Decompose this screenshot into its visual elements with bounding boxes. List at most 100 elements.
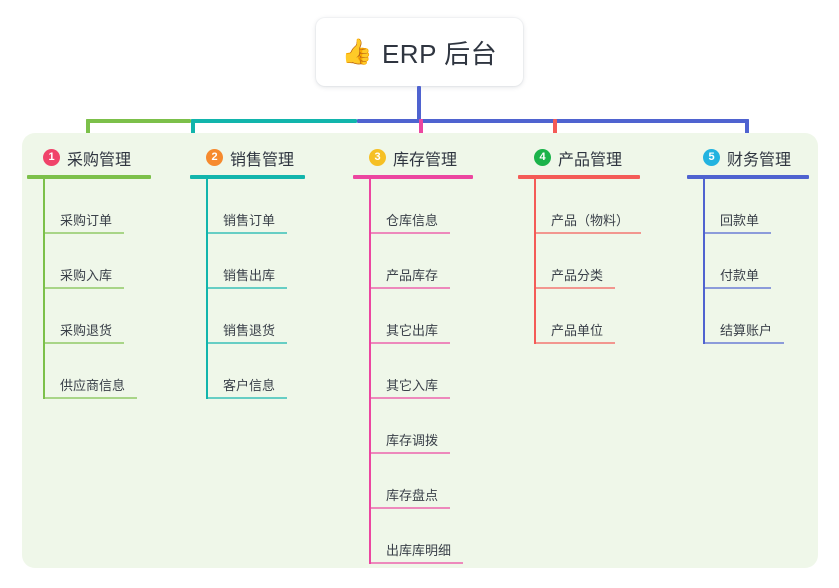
module-item[interactable]: 产品（物料） [518,179,642,234]
module-item[interactable]: 其它出库 [353,289,473,344]
module-item[interactable]: 库存盘点 [353,454,473,509]
connector-bar-1 [86,119,191,123]
module-item-rule [206,287,287,289]
module-header-rule [518,175,640,179]
module-item-rule [703,232,771,234]
module-item[interactable]: 供应商信息 [27,344,151,399]
module-index-badge: 2 [206,149,223,166]
module-item-rule [43,232,124,234]
module-item[interactable]: 付款单 [687,234,809,289]
module-item[interactable]: 库存调拨 [353,399,473,454]
module-item-label: 其它出库 [386,323,439,338]
module-item-rule [206,232,287,234]
module-item-label: 销售退货 [223,323,276,338]
module-index-badge: 3 [369,149,386,166]
module-index-badge: 1 [43,149,60,166]
module-title: 销售管理 [230,151,295,169]
module-item-list: 产品（物料） 产品分类产品单位 [518,179,642,344]
module-item[interactable]: 采购入库 [27,234,151,289]
root-node-card[interactable]: 👍 ERP 后台 [316,18,523,86]
module-column-5: 5 财务管理回款单付款单结算账户 [687,146,809,344]
module-header-1[interactable]: 1 采购管理 [27,146,151,169]
module-spine [703,179,705,344]
module-item-label: 付款单 [720,268,760,283]
module-item-label: 产品单位 [551,323,604,338]
module-spine [206,179,208,399]
thumbs-up-icon: 👍 [341,37,373,66]
module-item-label: 采购订单 [60,213,113,228]
module-item[interactable]: 销售订单 [190,179,305,234]
module-item-rule [534,287,615,289]
module-item-rule [43,287,124,289]
module-item[interactable]: 采购订单 [27,179,151,234]
module-item-rule [369,507,450,509]
module-item[interactable]: 销售退货 [190,289,305,344]
module-column-2: 2 销售管理销售订单销售出库销售退货客户信息 [190,146,305,399]
module-title: 采购管理 [67,151,132,169]
module-item-label: 供应商信息 [60,378,126,393]
module-item-list: 仓库信息产品库存其它出库其它入库库存调拨库存盘点出库库明细 [353,179,473,564]
module-item-list: 采购订单采购入库采购退货供应商信息 [27,179,151,399]
module-spine [369,179,371,564]
module-item[interactable]: 客户信息 [190,344,305,399]
module-item-rule [369,232,450,234]
module-header-3[interactable]: 3 库存管理 [353,146,473,169]
module-item[interactable]: 产品单位 [518,289,640,344]
module-item-rule [369,562,463,564]
module-item-label: 产品（物料） [551,213,630,228]
module-index-badge: 5 [703,149,720,166]
module-item[interactable]: 销售出库 [190,234,305,289]
module-item-label: 客户信息 [223,378,276,393]
module-header-2[interactable]: 2 销售管理 [190,146,305,169]
module-item-label: 出库库明细 [386,543,452,558]
module-item[interactable]: 产品分类 [518,234,640,289]
module-header-4[interactable]: 4 产品管理 [518,146,640,169]
module-item-label: 库存盘点 [386,488,439,503]
module-item-label: 回款单 [720,213,760,228]
module-item-label: 结算账户 [720,323,773,338]
module-item-rule [369,287,450,289]
module-item-rule [43,397,137,399]
module-item-label: 库存调拨 [386,433,439,448]
module-title: 财务管理 [727,151,792,169]
module-item[interactable]: 出库库明细 [353,509,473,564]
module-header-rule [190,175,305,179]
module-item-list: 回款单付款单结算账户 [687,179,809,344]
module-item[interactable]: 回款单 [687,179,809,234]
root-node-title: ERP 后台 [381,38,498,69]
module-item-rule [369,452,450,454]
module-item-rule [534,342,615,344]
module-item[interactable]: 采购退货 [27,289,151,344]
module-item[interactable]: 仓库信息 [353,179,473,234]
module-spine [534,179,536,344]
module-column-4: 4 产品管理产品（物料） 产品分类产品单位 [518,146,642,344]
module-title: 库存管理 [393,151,458,169]
module-header-rule [687,175,809,179]
module-item-label: 其它入库 [386,378,439,393]
module-item[interactable]: 其它入库 [353,344,473,399]
module-column-1: 1 采购管理采购订单采购入库采购退货供应商信息 [27,146,151,399]
module-item-rule [43,342,124,344]
module-item[interactable]: 结算账户 [687,289,809,344]
module-item[interactable]: 产品库存 [353,234,473,289]
module-item-label: 仓库信息 [386,213,439,228]
module-item-label: 销售订单 [223,213,276,228]
modules-panel [22,133,818,568]
module-item-rule [369,342,450,344]
module-title: 产品管理 [558,151,623,169]
module-header-5[interactable]: 5 财务管理 [687,146,809,169]
module-column-3: 3 库存管理仓库信息产品库存其它出库其它入库库存调拨库存盘点出库库明细 [353,146,473,564]
root-stem [417,86,421,122]
module-item-label: 采购退货 [60,323,113,338]
module-index-badge: 4 [534,149,551,166]
module-spine [43,179,45,399]
module-item-rule [534,232,642,234]
module-item-rule [206,342,287,344]
module-item-rule [206,397,287,399]
module-item-label: 产品库存 [386,268,439,283]
module-item-rule [369,397,450,399]
module-item-rule [703,342,784,344]
module-item-label: 采购入库 [60,268,113,283]
module-header-rule [27,175,151,179]
